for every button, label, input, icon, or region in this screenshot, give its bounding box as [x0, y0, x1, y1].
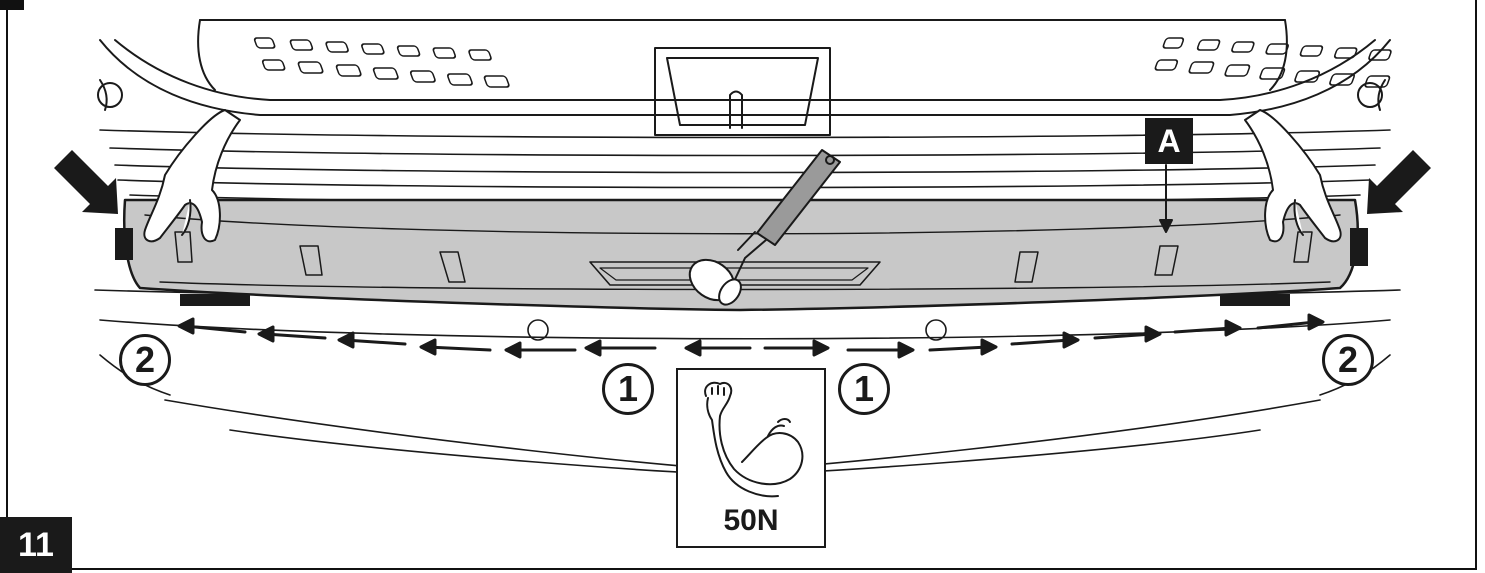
direction-arrows-right [684, 313, 1325, 359]
flexed-arm-icon [704, 381, 804, 498]
callout-2-right: 2 [1322, 334, 1374, 386]
corner-tab [0, 0, 24, 10]
right-hand [1244, 109, 1342, 243]
force-indicator: 50N [676, 368, 826, 548]
left-hand [143, 109, 241, 243]
tile-pattern-left [253, 37, 510, 88]
callout-1-left: 1 [602, 363, 654, 415]
tailgate-outline [97, 19, 1391, 136]
figure-frame [6, 0, 1477, 570]
black-arrows [54, 150, 1431, 214]
protection-panel [123, 198, 1359, 312]
direction-arrows-left [177, 317, 657, 359]
label-A-leader [1159, 164, 1173, 233]
tile-pattern-right [1154, 37, 1392, 88]
callout-2-left: 2 [119, 334, 171, 386]
force-value: 50N [723, 504, 779, 537]
part-label-A: A [1145, 118, 1193, 164]
callout-1-right: 1 [838, 363, 890, 415]
step-number: 11 [0, 517, 72, 573]
corner-tabs [115, 228, 1368, 306]
roller-tool [688, 149, 841, 306]
